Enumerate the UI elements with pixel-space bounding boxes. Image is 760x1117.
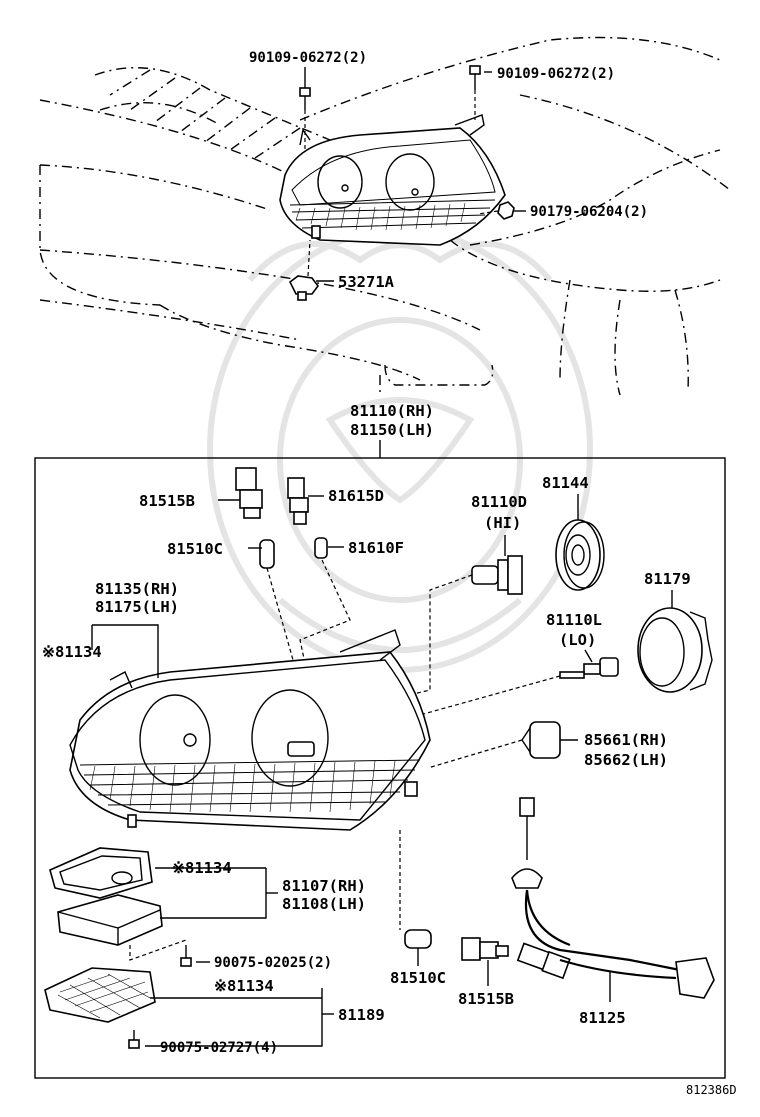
label-bulb-f: 81610F <box>348 539 404 557</box>
socket-81515b <box>235 467 263 519</box>
leader-lines <box>91 67 673 1047</box>
label-socket-b-lower: 81515B <box>458 990 514 1008</box>
bulb-hi-81110d <box>219 535 523 741</box>
label-bolt-top-right: 90109-06272(2) <box>497 66 615 82</box>
label-socket-d: 81615D <box>328 487 384 505</box>
label-assembly-lh: 81150(LH) <box>350 421 434 439</box>
label-wire: 81125 <box>579 1009 626 1027</box>
socket-81515b-lower <box>461 937 509 961</box>
socket-81615d <box>287 477 309 525</box>
wire-harness-81125 <box>511 797 715 999</box>
label-actuator-rh: 85661(RH) <box>584 731 668 749</box>
top-nut-right <box>477 201 515 220</box>
label-ecu-rh: 81107(RH) <box>282 877 366 895</box>
label-unit-lh: 81175(LH) <box>95 598 179 616</box>
label-bolt-top-left: 90109-06272(2) <box>249 50 367 66</box>
screw-90075-02025 <box>129 939 192 967</box>
label-gasket-a: ※81134 <box>42 643 102 661</box>
label-unit-rh: 81135(RH) <box>95 580 179 598</box>
cover-81144 <box>555 519 605 591</box>
label-actuator-lh: 85662(LH) <box>584 751 668 769</box>
label-gasket-c: ※81134 <box>214 977 274 995</box>
label-bulb-lo-code: 81110L <box>546 611 602 629</box>
label-bulb-hi-code: 81110D <box>471 493 527 511</box>
top-headlamp-assembly <box>279 114 506 246</box>
diagram-code: 812386D <box>686 1083 737 1097</box>
label-ecu-lh: 81108(LH) <box>282 895 366 913</box>
top-bolt-right <box>469 65 481 120</box>
label-bulb-c: 81510C <box>167 540 223 558</box>
actuator-85661 <box>427 721 561 769</box>
bulb-81510c-lower <box>399 830 432 949</box>
bracket-81189 <box>44 967 156 1023</box>
label-screw-4: 90075-02727(4) <box>160 1040 278 1056</box>
label-bracket: 81189 <box>338 1006 385 1024</box>
bulb-81510c <box>259 539 311 721</box>
screw-90075-02727 <box>128 1030 140 1049</box>
vehicle-context <box>39 36 731 396</box>
label-assembly-rh: 81110(RH) <box>350 402 434 420</box>
label-nut-right: 90179-06204(2) <box>530 204 648 220</box>
label-bulb-c-lower: 81510C <box>390 969 446 987</box>
headlamp-unit-81135 <box>69 629 431 831</box>
label-bulb-hi-note: (HI) <box>484 514 521 532</box>
ring-81179 <box>637 607 713 693</box>
clip-53271a <box>288 239 319 301</box>
watermark-emblem <box>207 227 593 673</box>
label-clip: 53271A <box>338 273 395 291</box>
label-socket-b: 81515B <box>139 492 195 510</box>
label-ring: 81179 <box>644 570 691 588</box>
gasket-81134 <box>49 847 153 899</box>
label-cover: 81144 <box>542 474 589 492</box>
ecu-81107 <box>57 894 163 946</box>
label-gasket-b: ※81134 <box>172 859 232 877</box>
label-screw-2: 90075-02025(2) <box>214 955 332 971</box>
label-bulb-lo-note: (LO) <box>559 631 596 649</box>
